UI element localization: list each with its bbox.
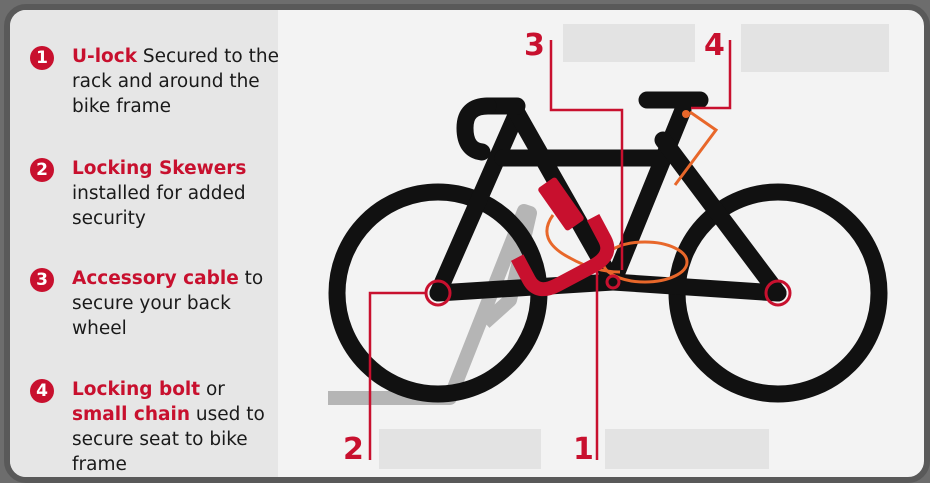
infographic-frame: 1 U-lock Secured to the rack and around … <box>4 4 930 483</box>
callout-number-1: 1 <box>573 435 594 465</box>
callout-number-4: 4 <box>704 31 725 61</box>
callout-number-3: 3 <box>524 31 545 61</box>
bike-diagram <box>10 10 924 477</box>
callout-number-2: 2 <box>343 435 364 465</box>
locking-bolt <box>682 110 690 118</box>
